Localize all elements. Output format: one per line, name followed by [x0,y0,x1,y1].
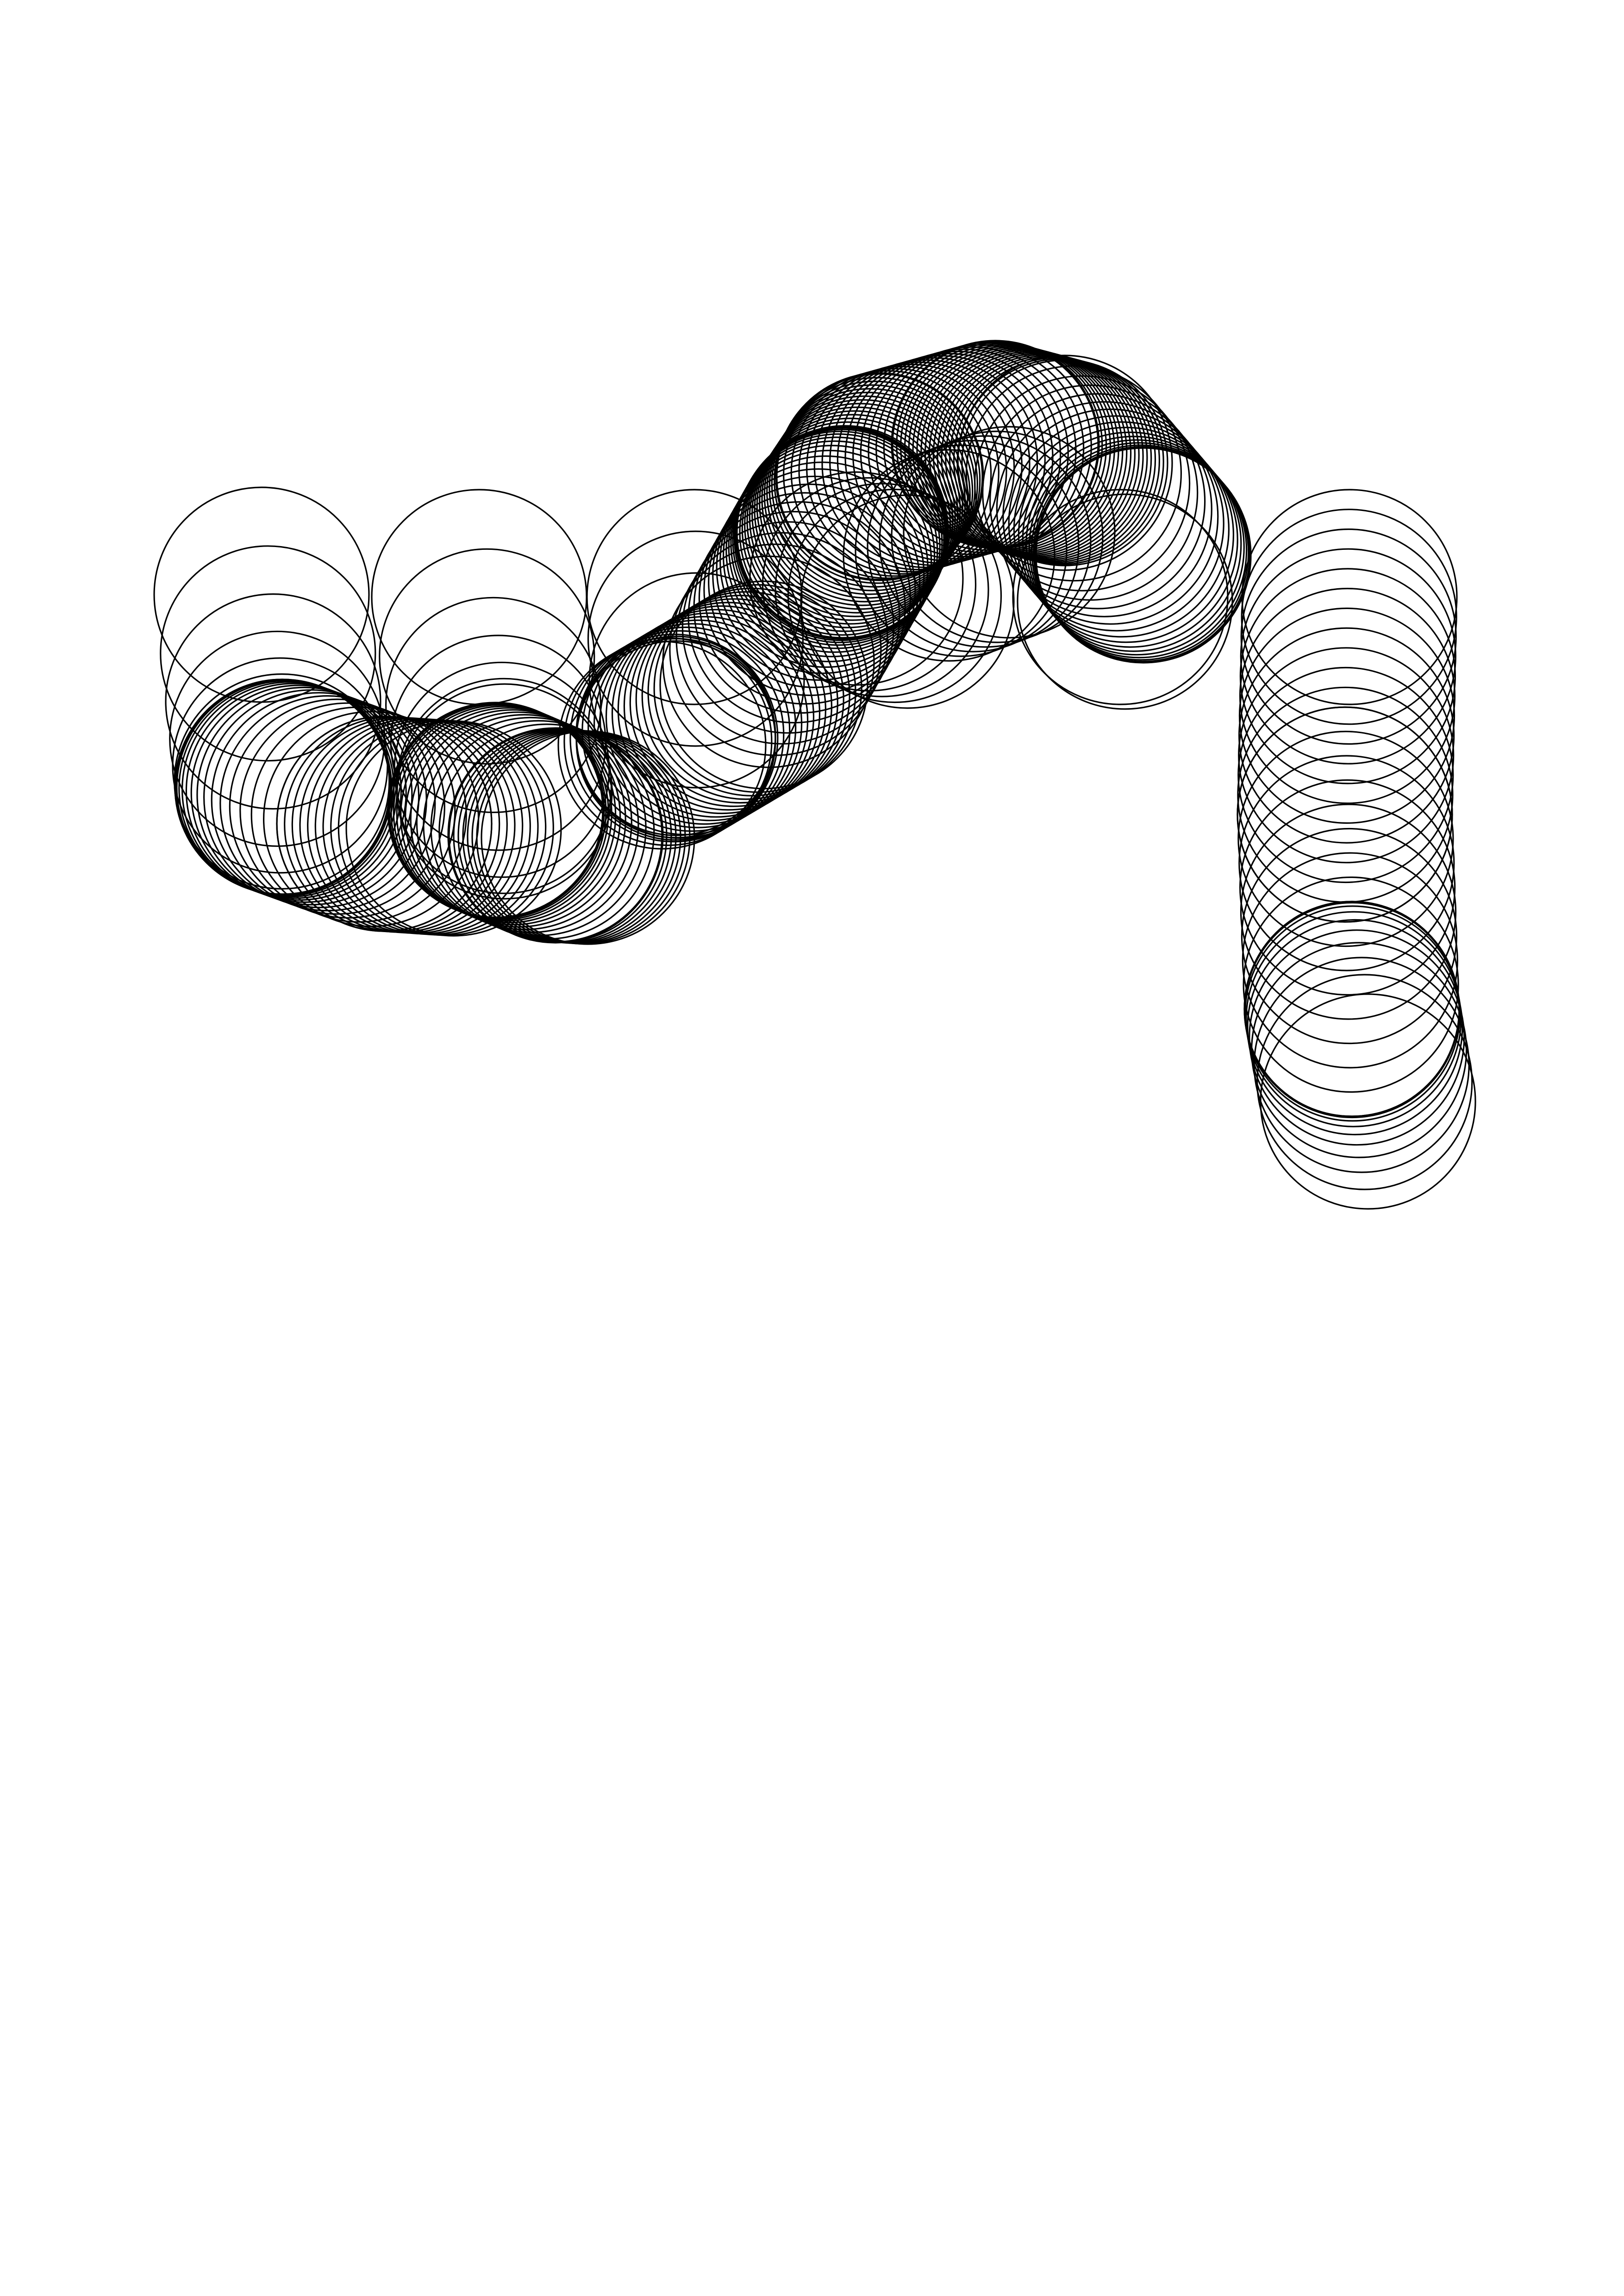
outline-circle [941,354,1148,561]
outline-circle [593,619,803,828]
outline-circle [1242,852,1458,1069]
outline-circle [867,440,1080,653]
outline-circle [953,357,1160,564]
outline-circle [1240,548,1456,765]
outline-circle [744,421,951,628]
outline-circle [1241,489,1458,705]
outline-circle [719,455,932,668]
outline-circle [185,683,402,899]
outline-circle [1238,755,1455,971]
outline-circle [1238,647,1455,864]
outline-circle [766,388,974,595]
outline-circle [1237,706,1453,923]
outline-circle [800,494,1015,709]
outline-circle [635,594,844,804]
outline-circle [611,609,821,818]
outline-circle [776,373,983,580]
outline-circle [749,471,964,686]
outline-circle [662,555,875,768]
outline-circle [762,477,977,692]
outline-circle [956,355,1173,571]
outline-circle [1237,730,1454,947]
outline-circle [669,543,882,756]
outline-circle [728,440,941,653]
outline-circle [1238,607,1455,824]
outline-circle [239,702,456,919]
outline-circle [996,401,1212,617]
outline-circle [1240,528,1457,745]
outline-circle [1002,408,1219,625]
outline-circle [599,616,809,825]
outline-circle [787,488,1002,703]
outline-circle [1239,587,1456,804]
outline-circle [989,393,1206,610]
outline-circle [891,430,1104,643]
outline-circle [1013,421,1230,638]
outline-circle [196,686,413,903]
outline-circle [1249,929,1465,1146]
outline-circle [1256,974,1473,1190]
outline-circle [1239,779,1456,996]
outline-circle [1034,446,1251,662]
outline-circle [965,365,1182,582]
outline-circle [203,689,420,906]
outline-circle [855,444,1068,657]
outline-circle [1240,803,1457,1020]
outline-circle [1239,568,1456,784]
outline-circle [771,380,978,588]
outline-circle [937,353,1144,560]
outline-circle [974,375,1191,591]
outline-circle [1241,509,1457,725]
outline-circle [396,683,613,900]
outline-circle [843,449,1056,662]
outline-circle [903,426,1116,639]
outline-circle [1008,415,1224,632]
outline-circle [1243,876,1459,1093]
outline-circle [1238,627,1455,844]
outline-circle [190,684,407,901]
outline-circle [416,714,632,931]
outline-circle [1018,427,1234,643]
circle-stroke-group [153,340,1476,1210]
outline-circle [605,612,815,821]
outline-circle [1022,431,1238,648]
outline-circle [588,572,805,789]
outline-circle [730,436,943,649]
outline-circle [732,433,945,646]
outline-circle [1237,666,1454,884]
outline-circle [229,698,445,915]
outline-circle [1012,489,1229,705]
outline-circle [587,623,797,832]
outline-circle [160,545,376,762]
outline-circle [703,483,916,697]
outline-circle [1033,444,1249,661]
outline-circle [345,720,562,937]
outline-circle [165,593,381,810]
outline-circle [1028,439,1245,656]
outline-circle [945,355,1152,562]
outline-circle [1241,828,1457,1045]
outline-circle [1017,493,1233,710]
outline-circle [1031,442,1248,659]
outline-circle [982,384,1199,601]
outline-circle [629,598,838,807]
outline-circle [746,417,954,625]
outline-circle [961,359,1168,566]
outline-circle [1260,993,1476,1210]
outline-circle [1245,911,1462,1127]
outline-circle [250,706,467,923]
